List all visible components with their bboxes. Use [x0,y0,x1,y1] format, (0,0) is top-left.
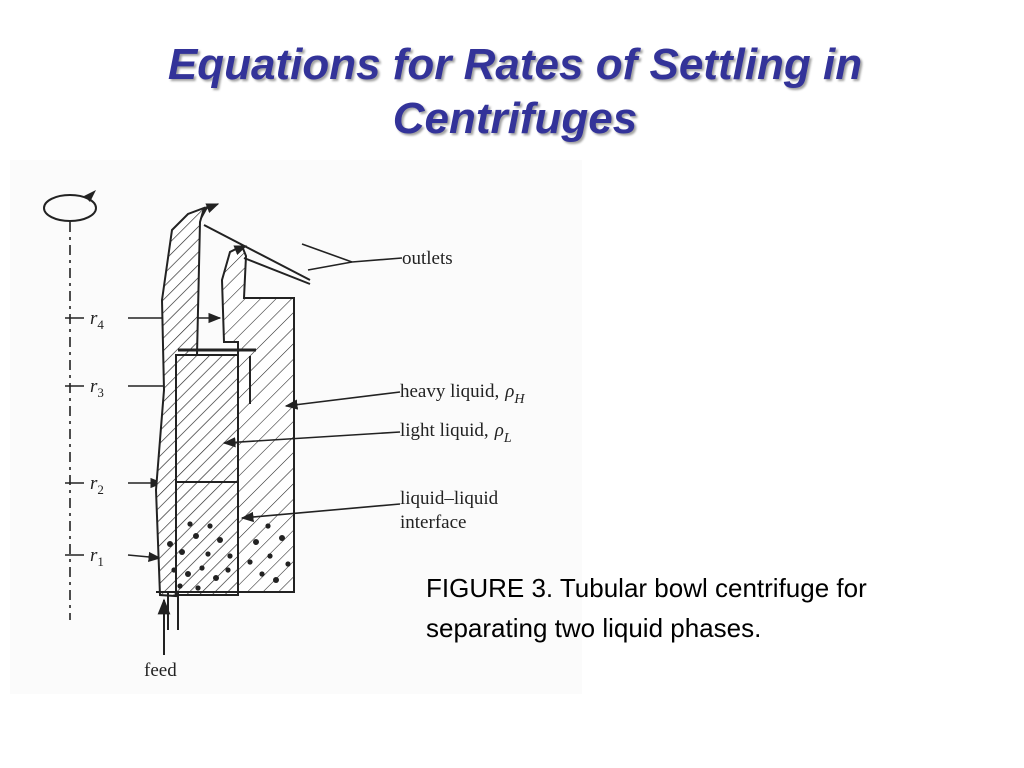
label-leaders [222,391,401,523]
r4-subscript: 4 [97,317,104,332]
r2-subscript: 2 [97,482,104,497]
heavy-liquid-rho: ρ [504,381,514,402]
figure-caption-line-2: separating two liquid phases. [426,613,762,643]
centrifuge-diagram: r4 r3 r2 r1 outlets heavy liquid,ρH ligh… [10,160,582,694]
outlet-arrows [205,203,403,271]
r4-label: r4 [90,308,104,332]
r4-letter: r [90,308,98,329]
heavy-liquid-text: heavy liquid, [400,381,499,402]
feed-particles [167,521,291,591]
light-liquid-layer [175,354,239,596]
light-liquid-label: light liquid,ρL [400,420,512,446]
interface-label-line-1: liquid–liquid [400,488,499,509]
centrifuge-figure: r4 r3 r2 r1 outlets heavy liquid,ρH ligh… [10,160,582,694]
r2-letter: r [90,473,98,494]
figure-background [10,160,582,694]
heavy-liquid-subscript: H [513,392,525,407]
r2-label: r2 [90,473,104,497]
r1-label: r1 [90,545,104,569]
r1-letter: r [90,545,98,566]
slide-title-line-2: Centrifuges [392,94,638,143]
figure-caption-line-1: FIGURE 3. Tubular bowl centrifuge for [426,573,867,603]
figure-caption: FIGURE 3. Tubular bowl centrifuge for se… [426,568,1016,648]
light-liquid-subscript: L [503,431,512,446]
light-liquid-rho: ρ [494,420,504,441]
r3-subscript: 3 [97,385,104,400]
rotation-axis [43,190,97,620]
r1-subscript: 1 [97,554,104,569]
r3-letter: r [90,376,98,397]
light-liquid-text: light liquid, [400,420,489,441]
feed-pipe [157,592,179,655]
outlets-label: outlets [402,248,453,269]
heavy-liquid-label: heavy liquid,ρH [400,381,525,407]
slide-title-line-1: Equations for Rates of Settling in [167,40,863,89]
slide-title: Equations for Rates of Settling in Centr… [60,38,970,146]
r3-label: r3 [90,376,104,400]
feed-label: feed [144,660,177,681]
interface-label-line-2: interface [400,512,466,533]
